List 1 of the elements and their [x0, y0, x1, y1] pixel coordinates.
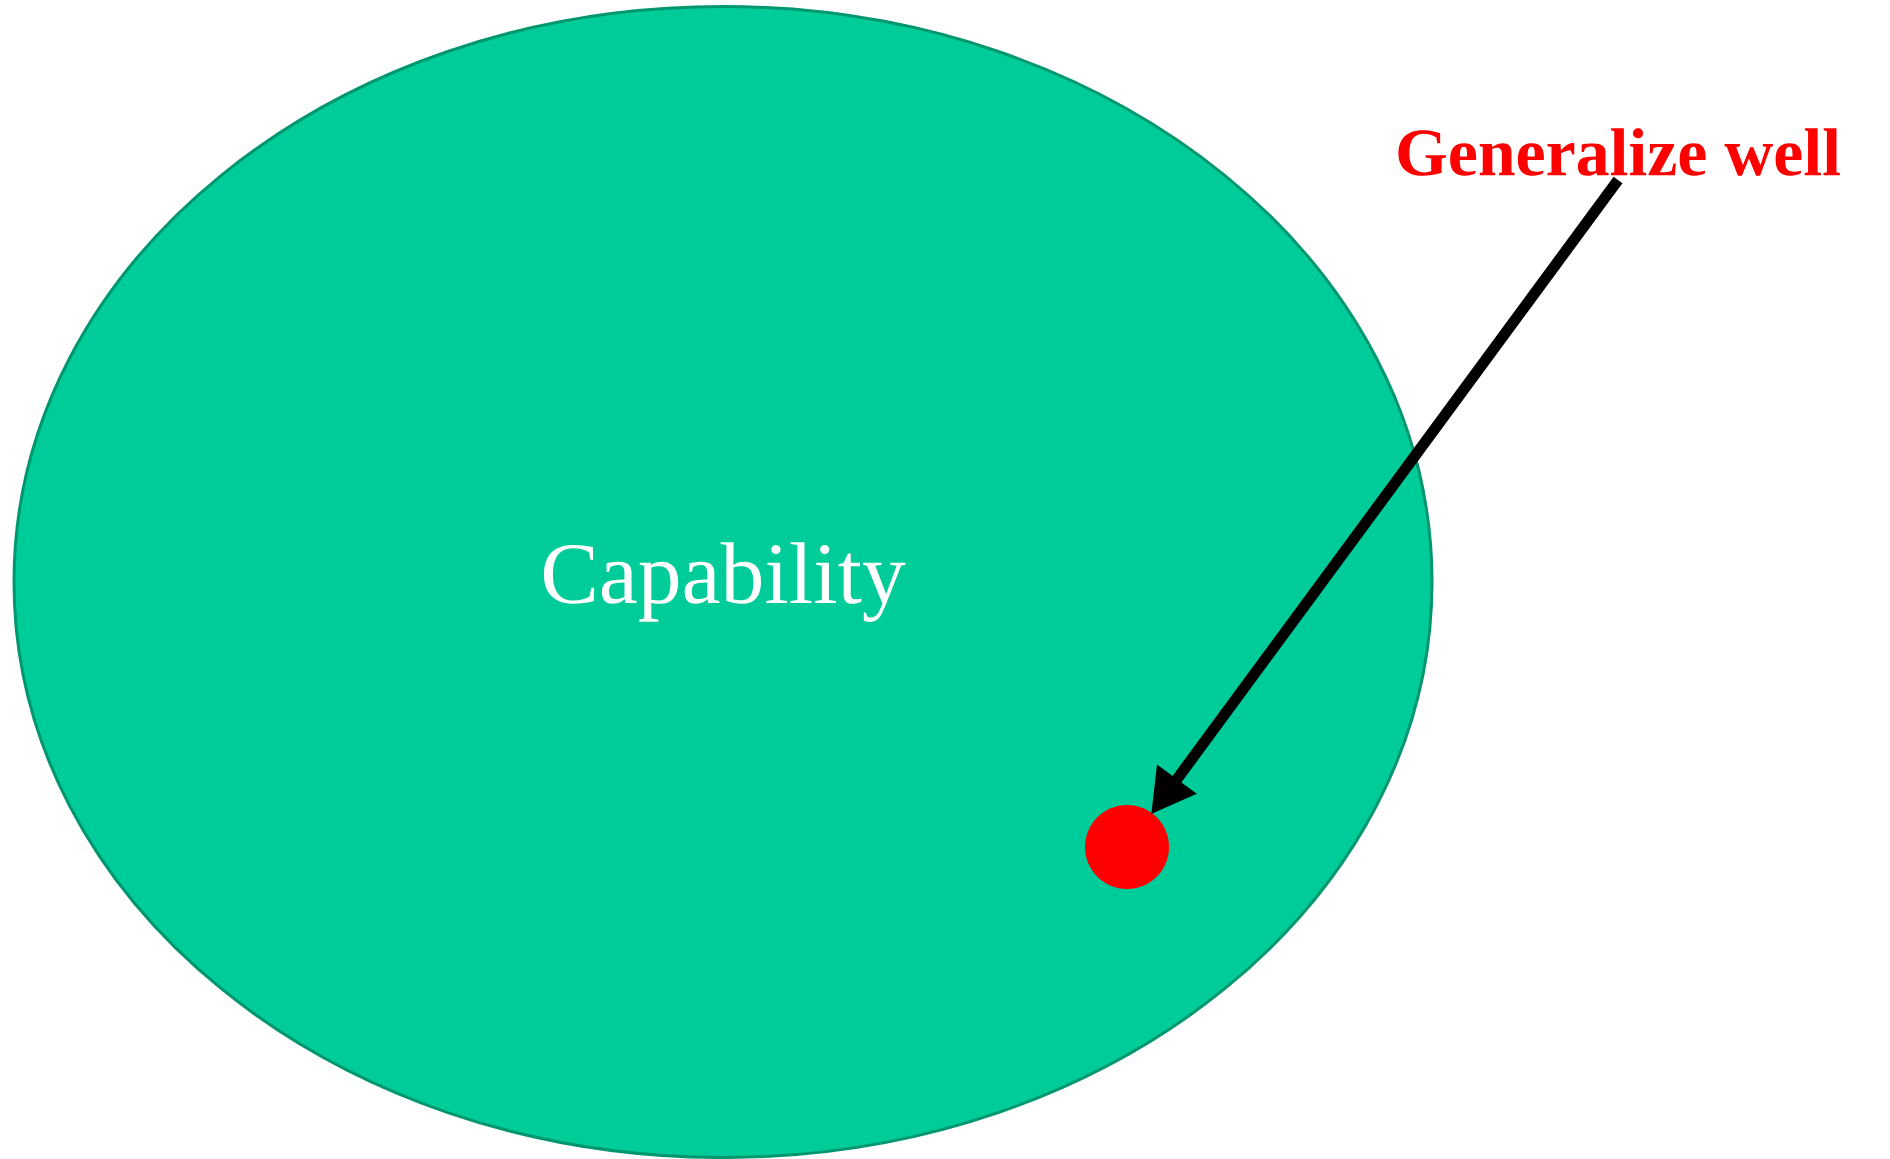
dot — [1085, 805, 1169, 889]
